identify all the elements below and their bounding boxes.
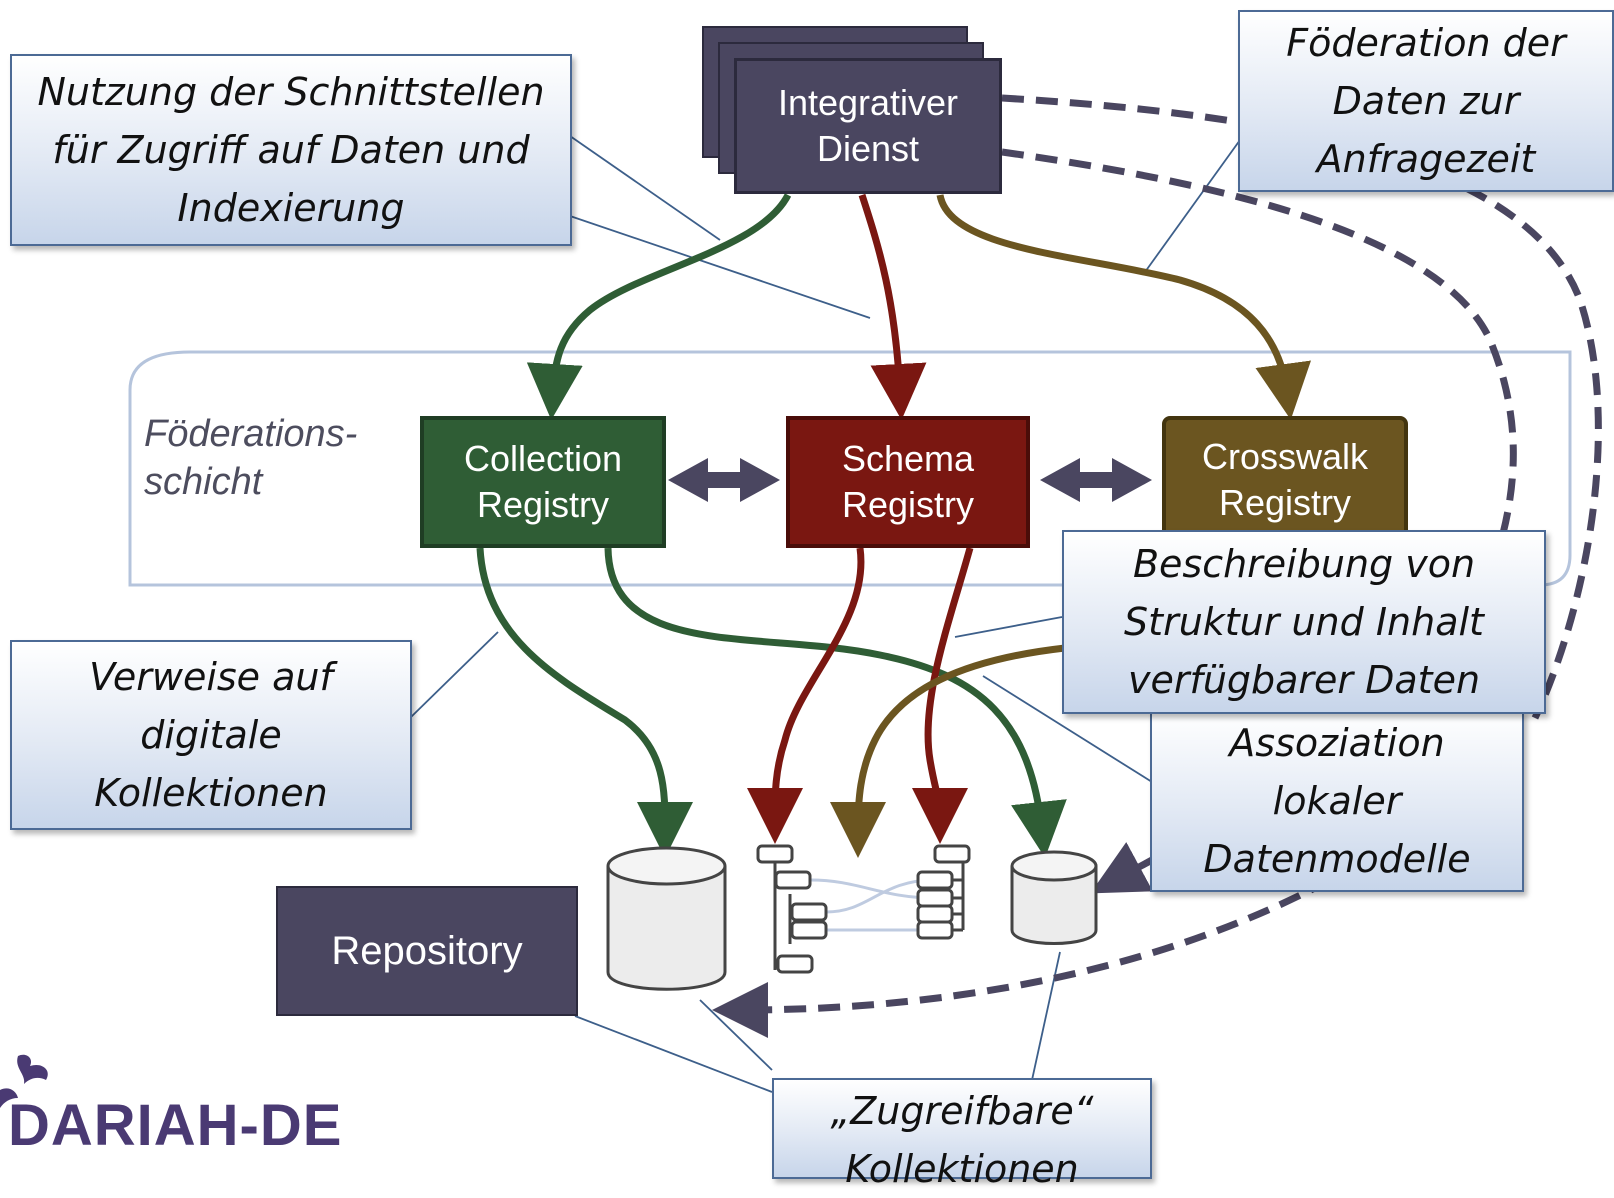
federation-layer-label-line-1: Föderations- xyxy=(144,413,358,455)
callout-nutzung-line-1: Nutzung der Schnittstellen xyxy=(37,70,545,114)
federation-layer-label-line-2: schicht xyxy=(144,461,263,503)
collection-registry-line-2: Registry xyxy=(476,484,610,525)
arrow-assoziation-to-db xyxy=(1090,842,1154,894)
callout-nutzung: Nutzung der Schnittstellen für Zugriff a… xyxy=(10,54,572,246)
callout-zugreifbare-line-2: Kollektionen xyxy=(845,1147,1079,1191)
callout-nutzung-line-2: für Zugriff auf Daten und xyxy=(52,128,530,172)
collection-registry-line-1: Collection xyxy=(463,438,623,479)
schema-mapping-icon xyxy=(756,844,971,974)
dariah-logo-text: DARIAH-DE xyxy=(8,1093,343,1158)
callout-assoziation-line-1: Assoziation xyxy=(1229,721,1445,765)
arrow-crosswalk-to-mapping xyxy=(830,644,1066,858)
integrativer-dienst-line-1: Integrativer xyxy=(777,82,959,123)
callout-zugreifbare: „Zugreifbare“ Kollektionen xyxy=(772,1078,1152,1191)
callout-assoziation: Assoziation lokaler Datenmodelle xyxy=(1150,710,1524,892)
arrow-schema-to-tree-right xyxy=(911,547,974,844)
callout-foederation-line-3: Anfragezeit xyxy=(1316,137,1536,181)
callout-beschreibung: Beschreibung von Struktur und Inhalt ver… xyxy=(1062,530,1546,714)
database-left-icon xyxy=(606,846,727,991)
repository-box: Repository xyxy=(276,886,578,1016)
callout-beschreibung-line-1: Beschreibung von xyxy=(1132,542,1476,586)
callout-zugreifbare-line-1: „Zugreifbare“ xyxy=(830,1089,1094,1133)
callout-assoziation-line-3: Datenmodelle xyxy=(1203,837,1471,881)
arrow-dienst-to-crosswalk xyxy=(936,194,1311,420)
callout-verweise-line-2: digitale xyxy=(140,713,282,757)
arrow-dienst-to-schema xyxy=(858,193,927,420)
dariah-logo-icon xyxy=(0,1054,48,1108)
federation-layer-label: Föderations- schicht xyxy=(144,410,357,506)
crosswalk-registry-line-1: Crosswalk xyxy=(1201,436,1369,477)
crosswalk-registry-box: Crosswalk Registry xyxy=(1162,416,1408,548)
callout-foederation: Föderation der Daten zur Anfragezeit xyxy=(1238,10,1614,192)
arrow-collection-to-db-right xyxy=(604,547,1067,858)
callout-assoziation-line-2: lokaler xyxy=(1272,779,1402,823)
registry-double-arrows xyxy=(668,458,1152,502)
database-right-icon xyxy=(1010,850,1098,945)
crosswalk-registry-line-2: Registry xyxy=(1218,482,1352,523)
schema-registry-line-1: Schema xyxy=(841,438,975,479)
callout-verweise: Verweise auf digitale Kollektionen xyxy=(10,640,412,830)
callout-verweise-line-1: Verweise auf xyxy=(89,655,333,699)
arrow-dienst-to-collection xyxy=(526,193,792,420)
callout-foederation-line-1: Föderation der xyxy=(1286,21,1566,65)
schema-registry-line-2: Registry xyxy=(841,484,975,525)
collection-registry-box: Collection Registry xyxy=(420,416,666,548)
callout-verweise-line-3: Kollektionen xyxy=(94,771,328,815)
callout-beschreibung-line-2: Struktur und Inhalt xyxy=(1124,600,1484,644)
callout-foederation-line-2: Daten zur xyxy=(1332,79,1520,123)
repository-label: Repository xyxy=(331,928,523,973)
schema-registry-box: Schema Registry xyxy=(786,416,1030,548)
integrativer-dienst-line-2: Dienst xyxy=(816,128,920,169)
integrativer-dienst-box: Integrativer Dienst xyxy=(734,58,1002,194)
arrow-collection-to-db-left xyxy=(476,547,693,858)
callout-beschreibung-line-3: verfügbarer Daten xyxy=(1127,658,1481,702)
callout-nutzung-line-3: Indexierung xyxy=(177,186,405,230)
arrow-schema-to-tree-left xyxy=(747,547,865,844)
